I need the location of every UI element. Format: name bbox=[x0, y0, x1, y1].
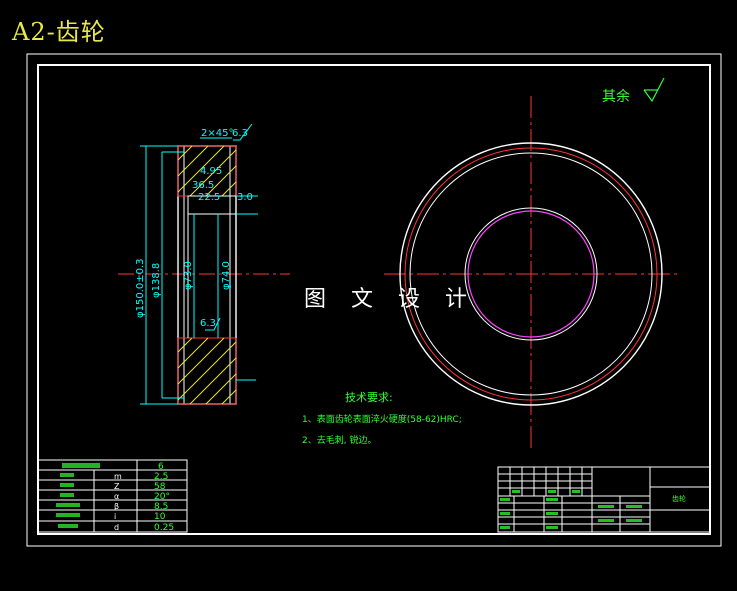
roughness-top-label: 6.3 bbox=[232, 128, 248, 139]
surface-note: 其余 bbox=[602, 77, 665, 105]
hub-dim-label: 3.0 bbox=[237, 192, 253, 203]
svg-text:β: β bbox=[114, 502, 119, 511]
bore-right-label: φ74.0 bbox=[221, 261, 232, 290]
title-block bbox=[497, 466, 711, 533]
svg-text:i: i bbox=[114, 512, 116, 521]
param-row-2: α 20° bbox=[60, 492, 170, 502]
section-view: 2×45° 6.3 6.3 3.0 4.95 36.5 22.5 φ150.0±… bbox=[118, 123, 290, 405]
roughness-bore-label: 6.3 bbox=[200, 318, 216, 329]
watermark-text: 图 文 设 计 bbox=[304, 287, 476, 312]
svg-text:Z: Z bbox=[114, 482, 120, 491]
roughness-symbol-icon bbox=[643, 77, 665, 103]
surface-note-text: 其余 bbox=[602, 88, 630, 105]
outer-frame bbox=[26, 53, 722, 547]
title-block-fills bbox=[500, 490, 642, 529]
svg-text:d: d bbox=[114, 523, 119, 532]
root-dia-label: φ138.8 bbox=[151, 263, 162, 298]
param-header-value: 6 bbox=[158, 462, 164, 472]
param-row-0: m 2.5 bbox=[60, 472, 168, 482]
chamfer-label: 2×45° bbox=[201, 128, 233, 139]
hub-step bbox=[187, 195, 237, 215]
root-circle bbox=[409, 152, 653, 396]
dimension-lines bbox=[140, 123, 258, 405]
hub-label-3: 22.5 bbox=[198, 192, 220, 203]
hub-label-1: 4.95 bbox=[200, 166, 222, 177]
param-row-3: β 8.5 bbox=[56, 502, 168, 512]
outer-circle bbox=[399, 142, 663, 406]
hub-label-2: 36.5 bbox=[192, 180, 214, 191]
svg-text:α: α bbox=[114, 492, 119, 501]
param-table bbox=[37, 459, 188, 533]
param-table-header-label bbox=[62, 463, 100, 468]
bore-left-label: φ73.0 bbox=[183, 261, 194, 290]
svg-text:m: m bbox=[114, 472, 122, 481]
svg-text:8.5: 8.5 bbox=[154, 502, 168, 512]
inner-frame bbox=[37, 64, 711, 535]
svg-text:2.5: 2.5 bbox=[154, 472, 168, 482]
bore-outer-circle bbox=[464, 207, 598, 341]
front-view bbox=[384, 96, 680, 448]
tech-item-1: 1、表面齿轮表面淬火硬度(58-62)HRC; bbox=[302, 413, 462, 425]
svg-text:58: 58 bbox=[154, 482, 166, 492]
tech-requirements: 技术要求: 1、表面齿轮表面淬火硬度(58-62)HRC; 2、去毛刺, 锐边。 bbox=[302, 391, 462, 446]
svg-text:0.25: 0.25 bbox=[154, 523, 174, 533]
pitch-circle bbox=[404, 147, 658, 401]
page-title: A2-齿轮 bbox=[12, 18, 106, 46]
svg-text:10: 10 bbox=[154, 512, 166, 522]
outer-dia-label: φ150.0±0.3 bbox=[135, 258, 146, 318]
param-row-5: d 0.25 bbox=[58, 523, 174, 533]
param-row-1: Z 58 bbox=[60, 482, 166, 492]
title-block-label: 齿轮 bbox=[672, 494, 686, 503]
tech-heading: 技术要求: bbox=[345, 391, 393, 404]
bore-circle bbox=[467, 210, 595, 338]
tech-item-2: 2、去毛刺, 锐边。 bbox=[302, 434, 376, 446]
svg-text:20°: 20° bbox=[154, 492, 170, 502]
param-row-4: i 10 bbox=[56, 512, 166, 522]
lower-hatch bbox=[177, 337, 237, 405]
